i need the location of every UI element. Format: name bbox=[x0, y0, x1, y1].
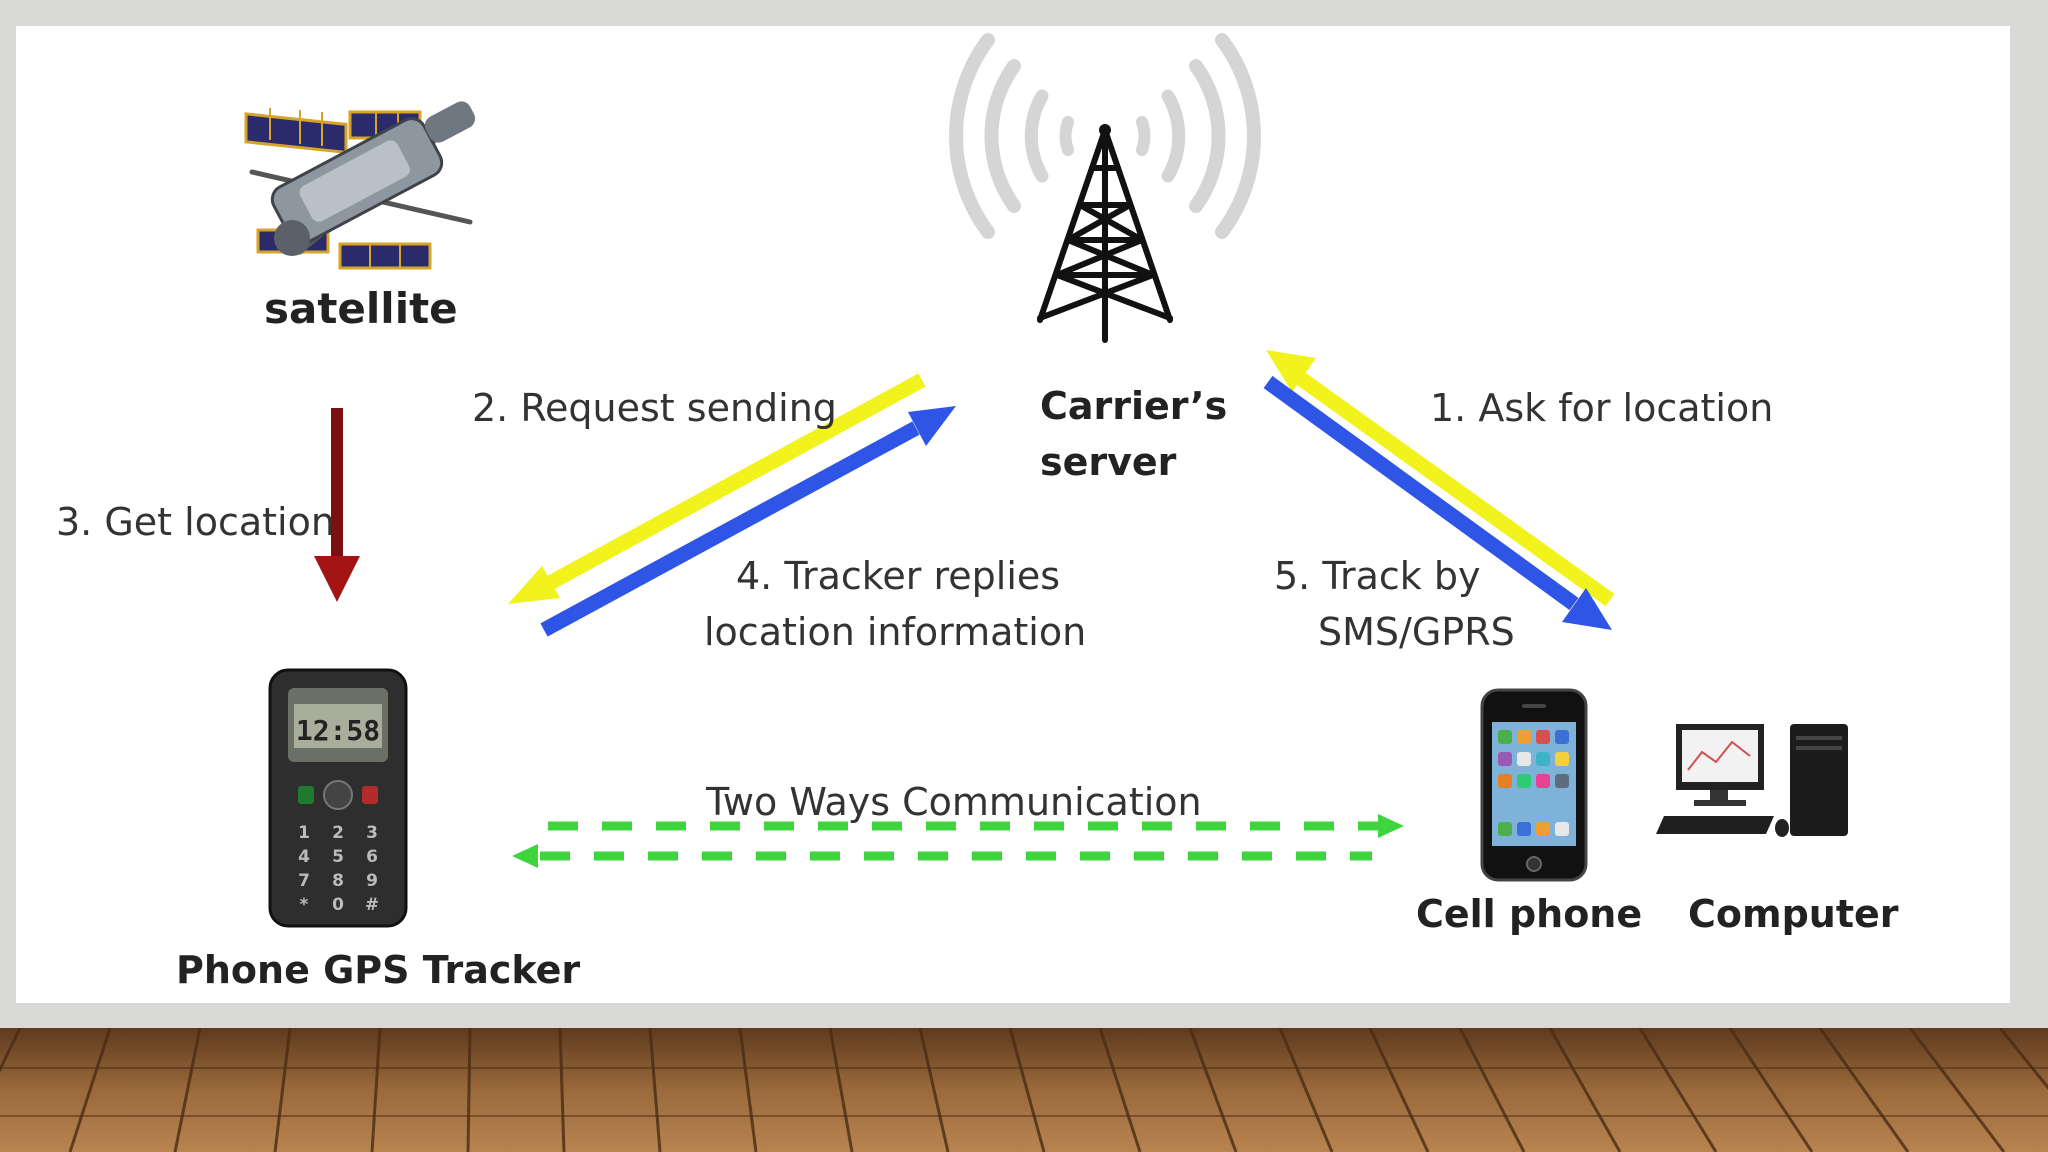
server-label-line1: Carrier’s bbox=[1040, 384, 1228, 428]
two-way-communication-label: Two Ways Communication bbox=[706, 780, 1202, 824]
step-5-label-line2: SMS/GPRS bbox=[1318, 610, 1515, 654]
ask-for-location-arrow bbox=[1266, 350, 1615, 607]
tracker-key: 3 bbox=[366, 823, 378, 843]
tracker-key: # bbox=[365, 895, 379, 915]
tracker-replies-arrow bbox=[540, 406, 956, 637]
wooden-floor bbox=[0, 1028, 2048, 1152]
tracker-key: 2 bbox=[332, 823, 344, 843]
server-label-line2: server bbox=[1040, 440, 1177, 484]
computer-icon bbox=[1656, 724, 1848, 837]
step-3-label: 3. Get location bbox=[56, 500, 335, 544]
tracker-key: 1 bbox=[298, 823, 310, 843]
step-4-label-line2: location information bbox=[704, 610, 1087, 654]
satellite-label: satellite bbox=[264, 284, 458, 333]
cell-phone-icon bbox=[1480, 688, 1588, 882]
track-by-sms-arrow bbox=[1263, 375, 1612, 630]
tracker-key: 9 bbox=[366, 871, 378, 891]
gps-tracker-label: Phone GPS Tracker bbox=[176, 948, 581, 992]
tracker-key: 6 bbox=[366, 847, 378, 867]
tracker-key: 4 bbox=[298, 847, 310, 867]
tracker-key: 8 bbox=[332, 871, 344, 891]
cell-phone-label: Cell phone bbox=[1416, 892, 1643, 936]
floor-planks-graphic bbox=[0, 1028, 2048, 1152]
tracker-key: 5 bbox=[332, 847, 344, 867]
computer-label: Computer bbox=[1688, 892, 1899, 936]
request-sending-arrow bbox=[508, 373, 926, 604]
tracker-key: * bbox=[300, 895, 309, 915]
tracker-key: 0 bbox=[332, 895, 344, 915]
two-way-communication-arrows bbox=[512, 814, 1404, 868]
tracker-clock: 12:58 bbox=[296, 714, 380, 747]
gps-tracker-icon: 12:58 1 2 3 4 5 6 7 8 9 * 0 # bbox=[268, 668, 408, 928]
step-4-label-line1: 4. Tracker replies bbox=[736, 554, 1061, 598]
cell-tower-icon bbox=[949, 33, 1261, 343]
step-1-label: 1. Ask for location bbox=[1430, 386, 1774, 430]
get-location-arrow bbox=[314, 408, 360, 602]
satellite-icon bbox=[244, 101, 476, 270]
tracker-key: 7 bbox=[298, 871, 310, 891]
step-5-label-line1: 5. Track by bbox=[1274, 554, 1481, 598]
step-2-label: 2. Request sending bbox=[472, 386, 837, 430]
